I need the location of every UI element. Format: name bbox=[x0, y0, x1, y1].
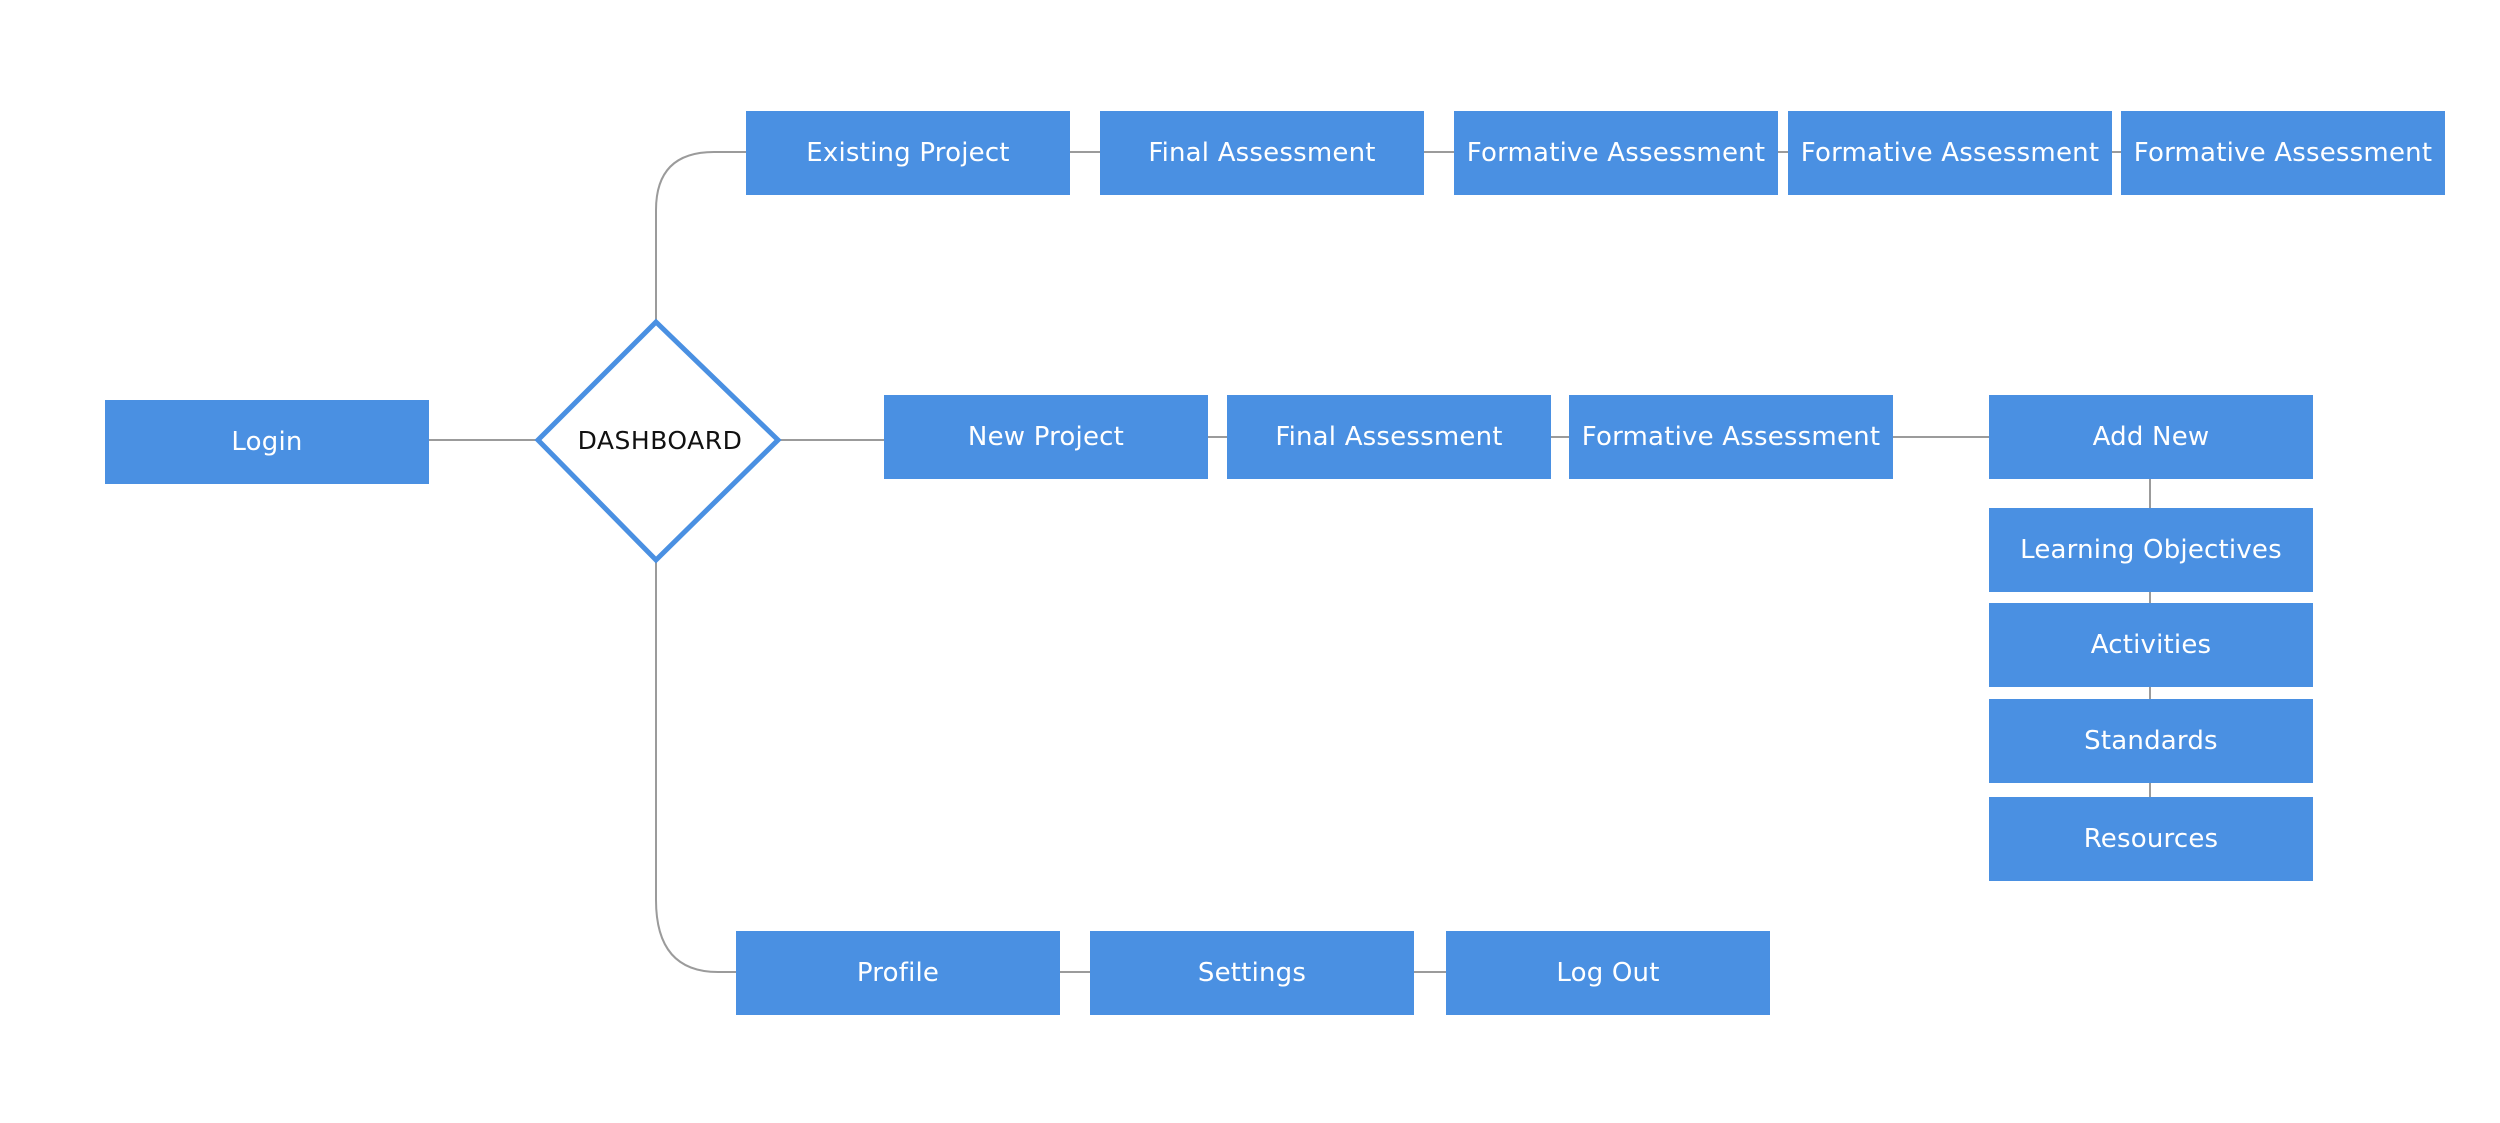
existing-project-node[interactable]: Existing Project bbox=[746, 111, 1070, 195]
add-new-label: Add New bbox=[2092, 422, 2210, 452]
existing-formative-assessment-2-label: Formative Assessment bbox=[1800, 138, 2100, 168]
profile-node[interactable]: Profile bbox=[736, 931, 1060, 1015]
existing-formative-assessment-1-label: Formative Assessment bbox=[1466, 138, 1766, 168]
existing-formative-assessment-3-node[interactable]: Formative Assessment bbox=[2121, 111, 2445, 195]
activities-node[interactable]: Activities bbox=[1989, 603, 2313, 687]
connector-dashboard-profile bbox=[655, 560, 736, 973]
learning-objectives-node[interactable]: Learning Objectives bbox=[1989, 508, 2313, 592]
settings-node[interactable]: Settings bbox=[1090, 931, 1414, 1015]
log-out-label: Log Out bbox=[1556, 958, 1660, 988]
new-project-label: New Project bbox=[967, 422, 1125, 452]
connector-dashboard-existing bbox=[655, 151, 746, 320]
add-new-node[interactable]: Add New bbox=[1989, 395, 2313, 479]
existing-final-assessment-node[interactable]: Final Assessment bbox=[1100, 111, 1424, 195]
existing-formative-assessment-2-node[interactable]: Formative Assessment bbox=[1788, 111, 2112, 195]
existing-formative-assessment-3-label: Formative Assessment bbox=[2133, 138, 2433, 168]
new-final-assessment-node[interactable]: Final Assessment bbox=[1227, 395, 1551, 479]
new-formative-assessment-label: Formative Assessment bbox=[1581, 422, 1881, 452]
login-label: Login bbox=[231, 427, 303, 457]
existing-project-label: Existing Project bbox=[806, 138, 1010, 168]
dashboard-label: DASHBOARD bbox=[577, 425, 743, 455]
existing-formative-assessment-1-node[interactable]: Formative Assessment bbox=[1454, 111, 1778, 195]
learning-objectives-label: Learning Objectives bbox=[2020, 535, 2282, 565]
standards-node[interactable]: Standards bbox=[1989, 699, 2313, 783]
resources-node[interactable]: Resources bbox=[1989, 797, 2313, 881]
activities-label: Activities bbox=[2090, 630, 2212, 660]
new-project-node[interactable]: New Project bbox=[884, 395, 1208, 479]
log-out-node[interactable]: Log Out bbox=[1446, 931, 1770, 1015]
login-node[interactable]: Login bbox=[105, 400, 429, 484]
dashboard-decision-diamond[interactable] bbox=[534, 318, 782, 564]
resources-label: Resources bbox=[2083, 824, 2219, 854]
existing-final-assessment-label: Final Assessment bbox=[1148, 138, 1376, 168]
new-formative-assessment-node[interactable]: Formative Assessment bbox=[1569, 395, 1893, 479]
settings-label: Settings bbox=[1197, 958, 1307, 988]
standards-label: Standards bbox=[2084, 726, 2218, 756]
profile-label: Profile bbox=[856, 958, 940, 988]
new-final-assessment-label: Final Assessment bbox=[1275, 422, 1503, 452]
